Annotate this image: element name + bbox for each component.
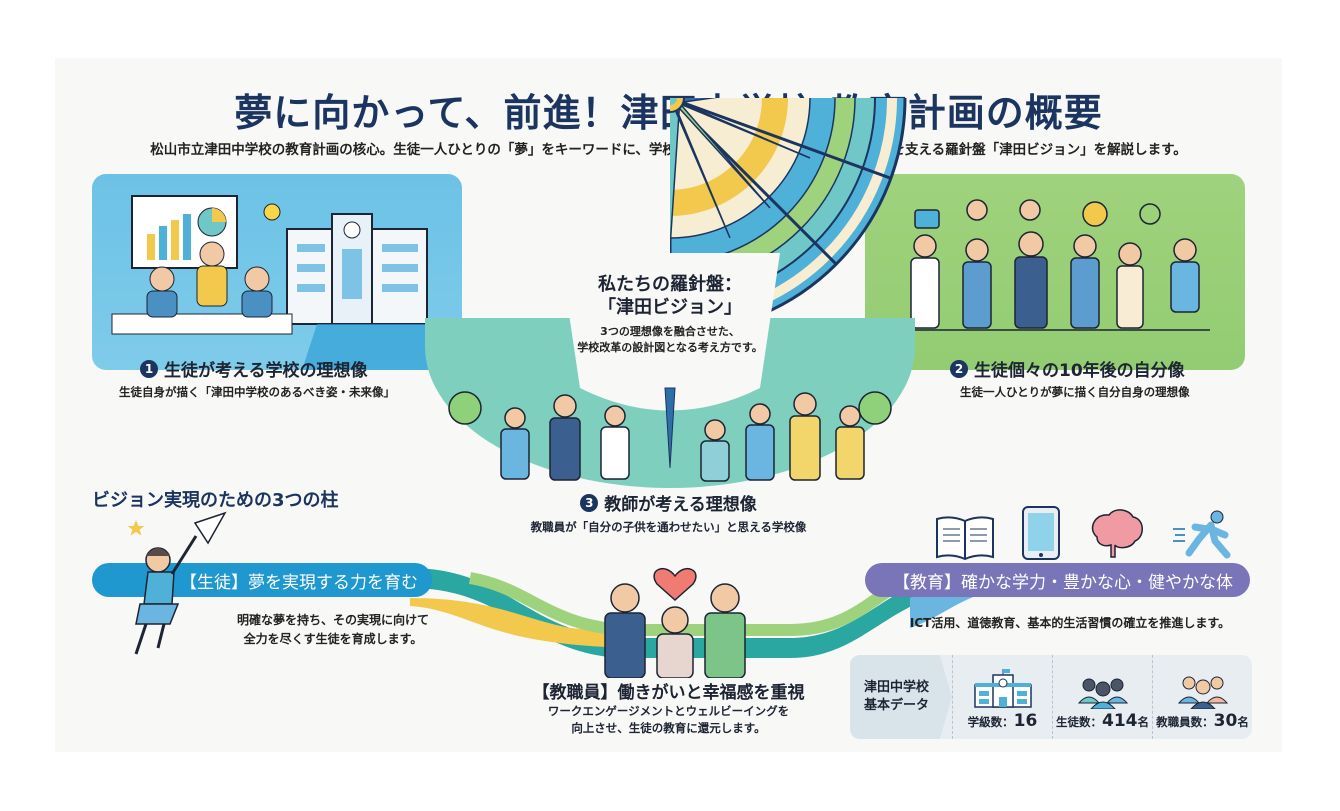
page-subtitle: 松山市立津田中学校の教育計画の核心。生徒一人ひとりの「夢」をキーワードに、学校・… [150, 142, 1187, 158]
stat-classes: 学級数：16 [952, 655, 1052, 739]
compass-caption: 私たちの羅針盤： 「津田ビジョン」 3つの理想像を融合させた、 学校改革の設計図… [565, 273, 775, 357]
ideal-2-desc: 生徒一人ひとりが夢に描く自分自身の理想像 [960, 385, 1190, 399]
student-flying-illustration [127, 511, 227, 655]
stat-classes-value: 16 [1013, 711, 1038, 731]
compass-title-line2: 「津田ビジョン」 [598, 297, 742, 319]
compass-desc-line2: 学校改革の設計図となる考え方です。 [577, 341, 763, 355]
stat-students: 生徒数：414名 [1052, 655, 1152, 739]
compass-illustration [410, 58, 930, 498]
ideal-3-label: 3 教師が考える理想像 [55, 490, 1282, 515]
book-icon [936, 516, 994, 561]
number-badge-2: 2 [950, 359, 968, 378]
staff-group-icon [1177, 676, 1228, 709]
basic-data-label: 津田中学校 基本データ [850, 655, 952, 739]
ideal-2-label: 2 生徒個々の10年後の自分像 [950, 356, 1185, 381]
ideal-2-illustration [865, 174, 1245, 370]
pillar-education-banner: 【教育】確かな学力・豊かな心・健やかな体 [865, 563, 1250, 597]
number-badge-1: 1 [140, 359, 158, 378]
pillar-student-desc: 明確な夢を持ち、その実現に向けて 全力を尽くす生徒を育成します。 [236, 613, 429, 647]
pillar-education-label: 【教育】確かな学力・豊かな心・健やかな体 [893, 572, 1233, 593]
ideal-1-label: 1 生徒が考える学校の理想像 [140, 356, 368, 381]
ideal-3-desc: 教職員が「自分の子供を通わせたい」と思える学校像 [530, 520, 807, 534]
school-building-icon [973, 669, 1032, 708]
pillar-staff-desc: ワークエンゲージメントとウェルビーイングを 向上させ、生徒の教育に還元します。 [547, 704, 790, 736]
ideal-1-illustration [92, 174, 462, 370]
stat-students-value: 414 [1102, 711, 1138, 731]
running-person-icon [1173, 510, 1231, 559]
pillar-student-label: 【生徒】夢を実現する力を育む [180, 572, 418, 593]
staff-illustration [604, 567, 746, 678]
number-badge-3: 3 [580, 493, 599, 512]
students-group-icon [1077, 678, 1128, 709]
stat-staff-value: 30 [1213, 711, 1238, 731]
infographic: 夢に向かって、前進！津田中学校 教育計画の概要 松山市立津田中学校の教育計画の核… [55, 58, 1282, 752]
page-title: 夢に向かって、前進！津田中学校 教育計画の概要 [234, 91, 1103, 135]
brain-icon [1091, 509, 1143, 558]
pillars-heading: ビジョン実現のための3つの柱 [92, 490, 339, 511]
ideal-3-label-wrap: 3 教師が考える理想像 [55, 490, 1282, 515]
compass-title-line1: 私たちの羅針盤： [598, 274, 742, 295]
compass-desc-line1: 3つの理想像を融合させた、 [600, 324, 740, 338]
pillar-education-desc: ICT活用、道徳教育、基本的生活習慣の確立を推進します。 [909, 616, 1231, 630]
ideal-1-desc: 生徒自身が描く「津田中学校のあるべき姿・未来像」 [119, 385, 395, 399]
tablet-icon [1022, 506, 1060, 560]
basic-data-panel: 津田中学校 基本データ 学級数：16 生 [850, 655, 1252, 739]
education-icons [935, 505, 1233, 561]
pillar-staff-label: 【教職員】働きがいと幸福感を重視 [532, 683, 805, 703]
stat-staff: 教職員数：30名 [1152, 655, 1252, 739]
